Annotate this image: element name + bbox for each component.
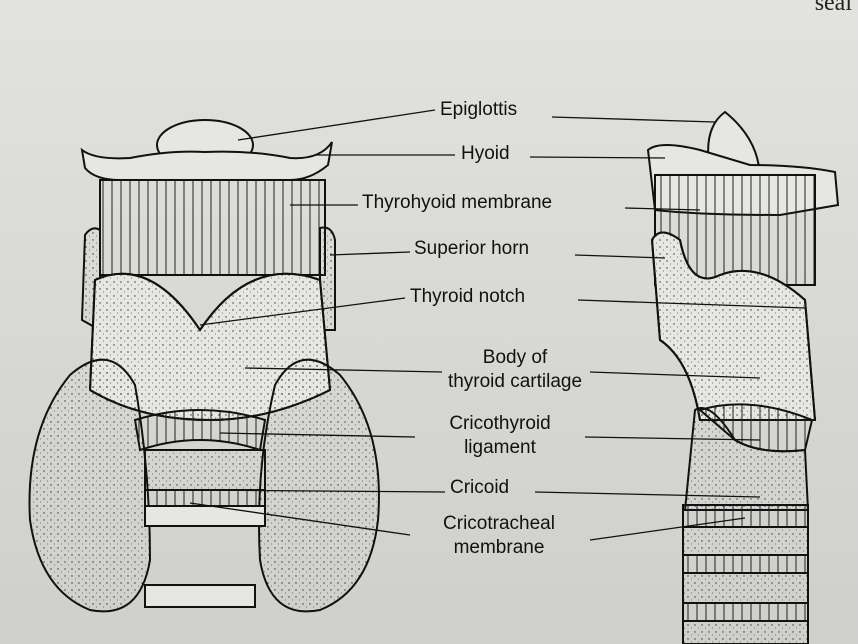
cricoid-front: [144, 449, 266, 491]
label-cricothyroid-ligament: Cricothyroid ligament: [415, 412, 585, 460]
page-fragment-text: seal: [814, 0, 852, 16]
label-body-line1: Body of: [482, 347, 548, 368]
label-thyrohyoid-membrane: Thyrohyoid membrane: [362, 192, 553, 213]
label-cricothyroid-line2: ligament: [464, 437, 536, 458]
label-cricotracheal-line1: Cricotracheal: [443, 513, 555, 534]
thyroid-cartilage-side: [650, 231, 817, 421]
label-body-of-thyroid-cartilage: Body of thyroid cartilage: [440, 346, 590, 394]
label-thyroid-notch: Thyroid notch: [410, 286, 526, 307]
label-cricothyroid-line1: Cricothyroid: [449, 413, 551, 434]
label-superior-horn: Superior horn: [414, 238, 530, 259]
label-cricoid: Cricoid: [450, 477, 510, 498]
thyrohyoid-membrane-front: [99, 179, 326, 276]
label-hyoid: Hyoid: [461, 143, 510, 164]
label-epiglottis: Epiglottis: [440, 99, 518, 120]
label-cricotracheal-membrane: Cricotracheal membrane: [410, 512, 588, 560]
label-cricotracheal-line2: membrane: [453, 537, 545, 558]
cricoid-side: [683, 407, 810, 511]
cricothyroid-ligament-front: [133, 409, 267, 452]
side-view: [646, 110, 840, 644]
thyroid-lobe-right: [258, 358, 380, 613]
thyroid-lobe-left: [28, 358, 152, 613]
front-view: [28, 119, 380, 613]
leader-lines: [189, 109, 806, 541]
label-body-line2: thyroid cartilage: [447, 371, 583, 392]
